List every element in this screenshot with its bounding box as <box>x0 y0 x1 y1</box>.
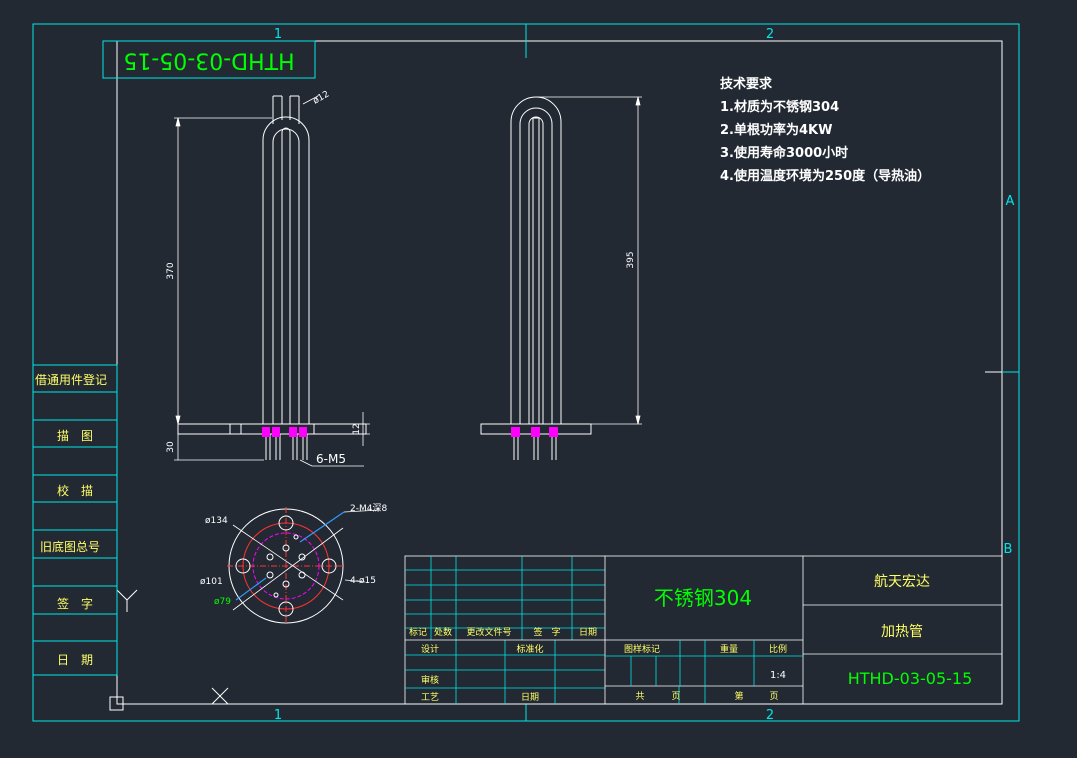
side-view-nuts <box>511 427 558 437</box>
thread-label: 6-M5 <box>316 452 346 466</box>
rev-header-sign: 签 字 <box>533 626 560 638</box>
tech-requirements-title: 技术要求 <box>720 76 773 92</box>
side-height-dimension: 395 <box>626 251 636 268</box>
tech-requirement-4: 4.使用温度环境为250度（导热油） <box>720 168 930 184</box>
label-design: 设计 <box>421 643 439 655</box>
material-name: 不锈钢304 <box>654 586 752 610</box>
label-total: 共 <box>635 691 644 702</box>
label-review: 审核 <box>421 674 439 686</box>
rev-header-doc: 更改文件号 <box>466 626 511 638</box>
left-strip-label-4: 旧底图总号 <box>40 539 100 554</box>
label-sheet-page: 页 <box>769 691 778 702</box>
left-strip-label-6: 日 期 <box>57 653 93 667</box>
left-strip-label-1: 借通用件登记 <box>35 372 107 387</box>
label-stage-mark: 图样标记 <box>624 643 660 655</box>
flange-view[interactable] <box>227 507 381 625</box>
zone-label-B: B <box>1004 542 1013 557</box>
tech-requirement-3: 3.使用寿命3000小时 <box>720 145 848 161</box>
front-height-dimension: 370 <box>166 262 176 279</box>
drawing-number: HTHD-03-05-15 <box>848 669 973 688</box>
rev-header-count: 处数 <box>434 626 452 638</box>
front-flange-dimension: 12 <box>352 423 362 434</box>
rev-header-mark: 标记 <box>409 626 427 638</box>
front-view-dimensions <box>174 95 370 467</box>
drawing-frame <box>32 23 1020 722</box>
side-view[interactable] <box>480 96 592 460</box>
company-name: 航天宏达 <box>874 574 930 590</box>
left-strip-label-2: 描 图 <box>57 429 93 443</box>
flange-outer-diameter: ø134 <box>205 516 228 526</box>
front-stud-dimension: 30 <box>166 441 176 453</box>
scale-value: 1:4 <box>770 670 786 681</box>
label-scale: 比例 <box>769 643 787 655</box>
left-strip-grid <box>32 364 118 676</box>
flange-hole-diameter: ø101 <box>200 577 223 587</box>
label-process: 工艺 <box>421 692 439 703</box>
left-strip-label-5: 签 字 <box>57 596 93 611</box>
left-strip-label-3: 校 描 <box>57 483 93 498</box>
title-block-grid <box>404 555 1003 705</box>
zone-label-bottom-1: 1 <box>274 708 282 723</box>
label-date: 日期 <box>521 692 539 703</box>
tech-requirements: 技术要求 1.材质为不锈钢304 2.单根功率为4KW 3.使用寿命3000小时… <box>720 76 930 184</box>
mirrored-code-box: HTHD-03-05-15 <box>102 40 316 79</box>
zone-label-top-1: 1 <box>274 27 282 42</box>
zone-label-top-2: 2 <box>766 27 774 42</box>
label-weight: 重量 <box>720 643 738 655</box>
label-standardization: 标准化 <box>516 643 543 655</box>
label-total-page: 页 <box>671 691 680 702</box>
part-name: 加热管 <box>881 624 923 640</box>
mirrored-drawing-code: HTHD-03-05-15 <box>123 48 294 73</box>
side-view-dimensions <box>536 96 642 425</box>
front-view-nuts <box>262 427 307 437</box>
rev-header-date: 日期 <box>579 627 597 638</box>
tech-requirement-2: 2.单根功率为4KW <box>720 122 832 138</box>
flange-small-holes: 2-M4深8 <box>350 503 387 514</box>
front-pipe-diameter: ø12 <box>312 89 332 106</box>
label-sheet: 第 <box>734 690 743 702</box>
tech-requirement-1: 1.材质为不锈钢304 <box>720 99 839 115</box>
front-view[interactable] <box>177 95 367 460</box>
zone-label-bottom-2: 2 <box>766 708 774 723</box>
flange-large-holes: 4-ø15 <box>350 576 376 586</box>
flange-pitch-diameter: ø79 <box>214 597 231 607</box>
zone-label-A: A <box>1006 194 1015 209</box>
